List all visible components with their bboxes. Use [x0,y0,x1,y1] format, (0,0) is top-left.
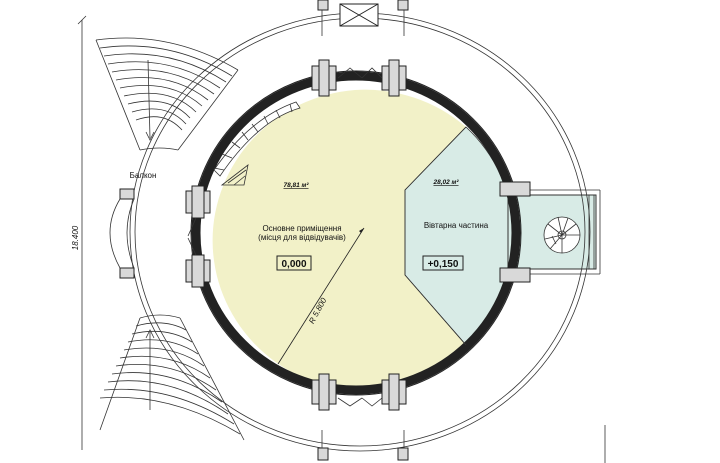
overall-dimension [77,15,87,450]
main-room-fill [212,89,466,392]
pier-top-left [311,59,337,97]
main-room-label: Основне приміщення [262,224,341,233]
balcony-column-upper [119,188,135,200]
bottom-door [337,397,383,407]
svg-text:+0,150: +0,150 [428,259,459,270]
pier-top-right [381,59,407,97]
column-bottom-right [397,447,409,461]
main-area-label: 78,81 м² [283,182,309,189]
round-wall [191,71,521,395]
top-door [337,67,383,79]
pier-left-upper [185,185,211,219]
overall-dimension-label: 18.400 [71,225,80,250]
crossed-box-icon [339,3,379,27]
balcony-label: Балкон [130,171,157,180]
column-top-left [317,0,329,11]
hall-stair [213,101,301,186]
pier-bottom-left [311,373,337,411]
balcony-stair-lower [99,314,245,441]
level-main-badge: 0,000 [276,255,312,271]
balcony-edge [109,198,121,269]
column-top-right [397,0,409,11]
spiral-stair [543,216,581,254]
balcony-stair-upper [95,37,239,151]
pier-right-lower [499,267,531,283]
column-bottom-left [317,447,329,461]
pier-right-upper [499,181,531,197]
altar-room-label: Вівтарна частина [424,221,489,230]
level-altar-badge: +0,150 [422,255,464,271]
side-door [187,217,197,256]
radius-line [277,227,365,365]
main-room-sublabel: (місця для відвідувачів) [258,233,346,242]
altar-area-label: 28,02 м² [432,179,459,186]
svg-text:0,000: 0,000 [281,259,306,270]
pier-left-lower [185,254,211,288]
pier-bottom-right [381,373,407,411]
partition-line [404,126,467,346]
balcony-column-lower [119,267,135,279]
